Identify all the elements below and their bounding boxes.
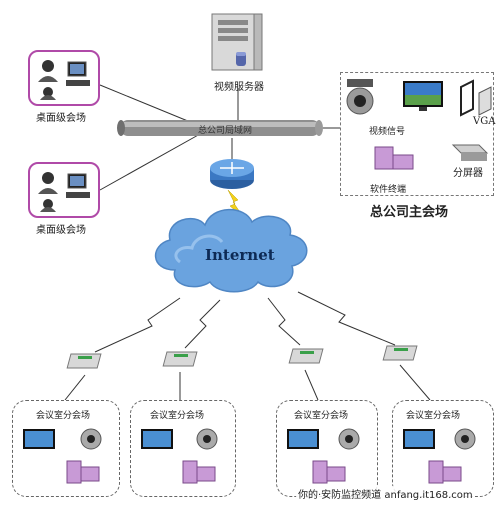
person-icon [38,172,58,212]
router-icon [210,159,254,189]
backbone-pipe [117,120,323,136]
tv-icon [141,429,173,449]
internet-label: Internet [205,246,275,264]
branch-venue-label-1: 会议室分会场 [36,411,91,421]
desktop-venue-box-2 [28,162,100,218]
monitor-icon [403,81,443,111]
branch-venue-box-4 [392,400,494,497]
internet-cloud-icon [154,208,308,293]
splitter-label: 分屏器 [453,168,483,179]
camera-icon [454,428,476,450]
server-icon [211,13,263,71]
terminal-label: 软件终端 [370,185,407,195]
splitter-icon [451,144,489,161]
branch-switch-4 [382,345,418,361]
server-label: 视频服务器 [214,82,264,93]
computer-icon [66,173,90,198]
tv-icon [23,429,55,449]
desktop-venue-label-1: 桌面级会场 [36,113,86,124]
person-icon [38,60,58,100]
camera-icon [196,428,218,450]
computer-icon [66,460,100,484]
branch-switch-2 [162,351,198,367]
branch-switch-1 [66,353,102,369]
camera-icon [338,428,360,450]
computer-icon [66,61,90,86]
tv-icon [403,429,435,449]
vga-label: VGA [473,116,496,127]
main-venue-box [340,72,494,196]
main-venue-title: 总公司主会场 [370,205,449,220]
projector-screen-icon [460,79,492,117]
branch-venue-box-1 [12,400,120,497]
backbone-label: 总公司局域网 [198,126,253,136]
video-signal-label: 视频信号 [369,127,406,137]
branch-venue-label-2: 会议室分会场 [150,411,205,421]
branch-venue-box-2 [130,400,236,497]
desktop-venue-box-1 [28,50,100,106]
watermark-text: 你的·安防监控频道 anfang.it168.com [296,486,475,501]
terminal-computer-icon [374,146,414,170]
camera-icon [346,79,374,115]
computer-icon [428,460,462,484]
branch-venue-label-3: 会议室分会场 [294,411,349,421]
computer-icon [182,460,216,484]
tv-icon [287,429,319,449]
branch-switch-3 [288,348,324,364]
camera-icon [80,428,102,450]
branch-venue-label-4: 会议室分会场 [406,411,461,421]
computer-icon [312,460,346,484]
branch-venue-box-3 [276,400,378,497]
desktop-venue-label-2: 桌面级会场 [36,225,86,236]
